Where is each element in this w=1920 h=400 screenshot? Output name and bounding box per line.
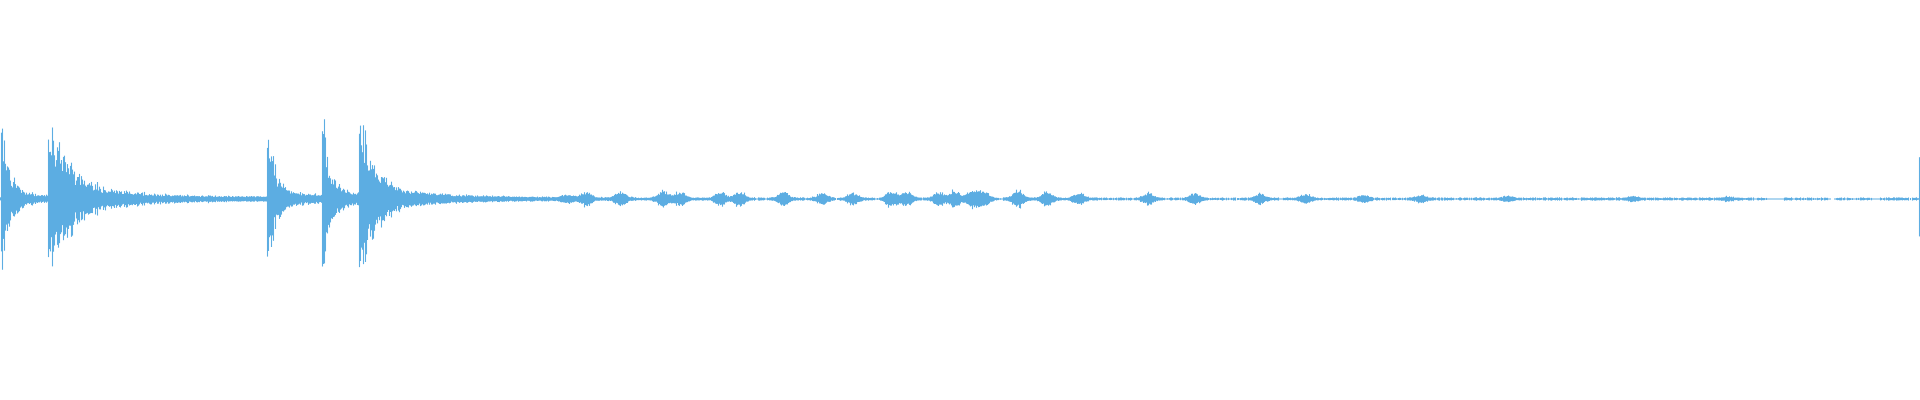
waveform-layer <box>0 119 1920 270</box>
